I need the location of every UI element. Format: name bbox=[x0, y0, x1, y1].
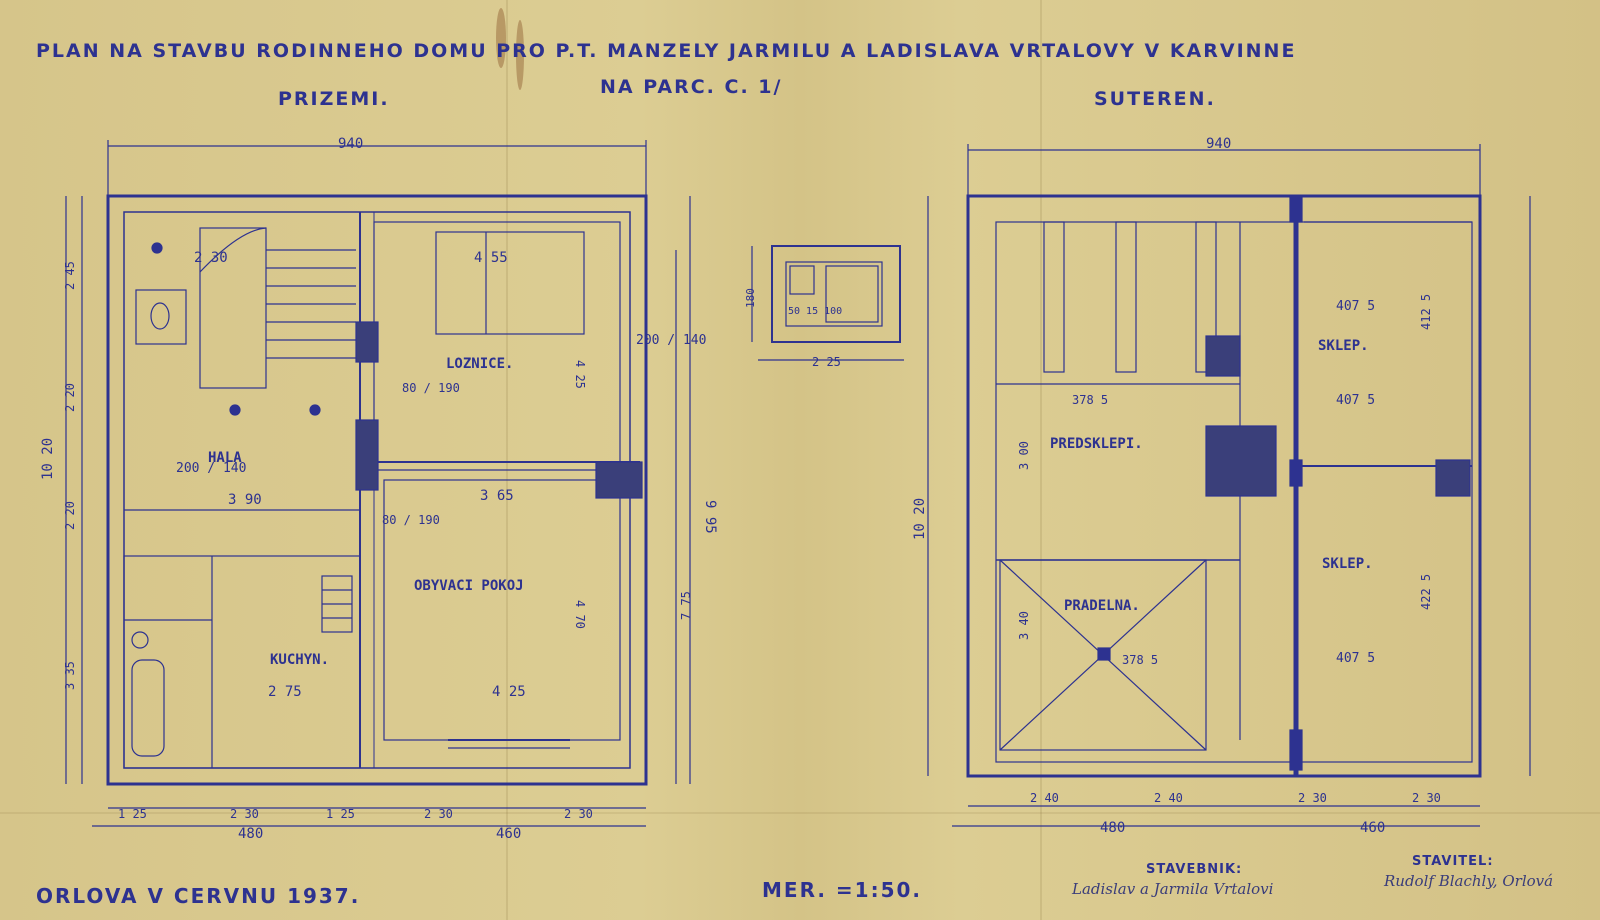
dim-basement-bottom-3: 2 30 bbox=[1298, 791, 1327, 805]
dim-bottom-1: 1 25 bbox=[118, 807, 147, 821]
dim-basement-left-width: 480 bbox=[1100, 820, 1125, 836]
dim-pre-cellar-height: 3 00 bbox=[1017, 441, 1031, 470]
dim-door-bedroom: 80 / 190 bbox=[402, 381, 460, 395]
room-label-laundry: PRADELNA. bbox=[1064, 598, 1140, 614]
dim-bedroom-height: 4 25 bbox=[573, 360, 587, 389]
dim-kitchen-width: 2 75 bbox=[268, 684, 302, 700]
dim-window-bedroom: 200 / 140 bbox=[636, 333, 706, 348]
paper-fold bbox=[0, 812, 1600, 814]
ground-floor-heading: PRIZEMI. bbox=[278, 88, 390, 110]
dim-cellar-1-height: 412 5 bbox=[1419, 294, 1433, 330]
room-label-cellar-2: SKLEP. bbox=[1322, 556, 1373, 572]
stain bbox=[496, 8, 506, 68]
dim-basement-bottom-4: 2 30 bbox=[1412, 791, 1441, 805]
room-label-hall: HALA bbox=[208, 450, 242, 466]
chimney-dims: 50 15 100 bbox=[788, 306, 842, 317]
parcel-number: NA PARC. C. 1/ bbox=[600, 76, 783, 98]
dim-living-width: 4 25 bbox=[492, 684, 526, 700]
dim-left-1: 2 45 bbox=[63, 261, 77, 290]
dim-bottom-5: 2 30 bbox=[564, 807, 593, 821]
basement-heading: SUTEREN. bbox=[1094, 88, 1216, 110]
dim-basement-bottom-2: 2 40 bbox=[1154, 791, 1183, 805]
dim-left-4: 3 35 bbox=[63, 661, 77, 690]
dim-cellar-1-width: 407 5 bbox=[1336, 299, 1375, 314]
builder-signature: Ladislav a Jarmila Vrtalovi bbox=[1072, 880, 1274, 898]
paper-fold bbox=[506, 0, 508, 920]
dim-cellar-2-height: 422 5 bbox=[1419, 574, 1433, 610]
dim-bottom-2: 2 30 bbox=[230, 807, 259, 821]
dim-laundry-height: 3 40 bbox=[1017, 611, 1031, 640]
room-label-living: OBYVACI POKOJ bbox=[414, 578, 524, 594]
dim-living-span: 3 65 bbox=[480, 488, 514, 504]
room-label-kitchen: KUCHYN. bbox=[270, 652, 329, 668]
dim-living-height: 4 70 bbox=[573, 600, 587, 629]
dim-bottom-4: 2 30 bbox=[424, 807, 453, 821]
paper-fold bbox=[1040, 0, 1042, 920]
builder-label: STAVEBNIK: bbox=[1146, 862, 1243, 877]
chimney-height: 180 bbox=[744, 288, 757, 308]
dim-basement-right-width: 460 bbox=[1360, 820, 1385, 836]
dim-basement-overall-width: 940 bbox=[1206, 136, 1231, 152]
dim-laundry-width: 378 5 bbox=[1122, 653, 1158, 667]
dim-left-width: 480 bbox=[238, 826, 263, 842]
dim-stair-width: 2 30 bbox=[194, 250, 228, 266]
contractor-label: STAVITEL: bbox=[1412, 854, 1494, 869]
dim-left-3: 2 20 bbox=[63, 501, 77, 530]
dim-right-height: 9 95 bbox=[702, 500, 718, 534]
scale: MER. =1:50. bbox=[762, 878, 922, 902]
chimney-detail bbox=[751, 245, 904, 361]
dim-pre-cellar-width: 378 5 bbox=[1072, 393, 1108, 407]
dim-left-2: 2 20 bbox=[63, 383, 77, 412]
plan-title: PLAN NA STAVBU RODINNEHO DOMU PRO P.T. M… bbox=[36, 40, 1297, 62]
dim-inner-right-height: 7 75 bbox=[679, 591, 693, 620]
chimney-width: 2 25 bbox=[812, 355, 841, 369]
place-date: ORLOVA V CERVNU 1937. bbox=[36, 884, 361, 908]
dim-right-width: 460 bbox=[496, 826, 521, 842]
room-label-pre-cellar: PREDSKLEPI. bbox=[1050, 436, 1143, 452]
dim-cellar-1-width-b: 407 5 bbox=[1336, 393, 1375, 408]
ground-floor-plan bbox=[65, 140, 691, 827]
room-label-cellar-1: SKLEP. bbox=[1318, 338, 1369, 354]
room-label-bedroom: LOZNICE. bbox=[446, 356, 513, 372]
dim-bedroom-width: 4 55 bbox=[474, 250, 508, 266]
stain bbox=[516, 20, 524, 90]
dim-basement-total-height: 10 20 bbox=[912, 498, 928, 540]
dim-bottom-3: 1 25 bbox=[326, 807, 355, 821]
basement-plan bbox=[927, 144, 1531, 827]
dim-overall-width: 940 bbox=[338, 136, 363, 152]
contractor-signature: Rudolf Blachly, Orlová bbox=[1384, 872, 1554, 890]
dim-basement-bottom-1: 2 40 bbox=[1030, 791, 1059, 805]
dim-total-height: 10 20 bbox=[40, 438, 56, 480]
dim-hall-width: 3 90 bbox=[228, 492, 262, 508]
dim-door-living: 80 / 190 bbox=[382, 513, 440, 527]
dim-window-hall: 200 / 140 bbox=[176, 461, 246, 476]
dim-cellar-2-width: 407 5 bbox=[1336, 651, 1375, 666]
